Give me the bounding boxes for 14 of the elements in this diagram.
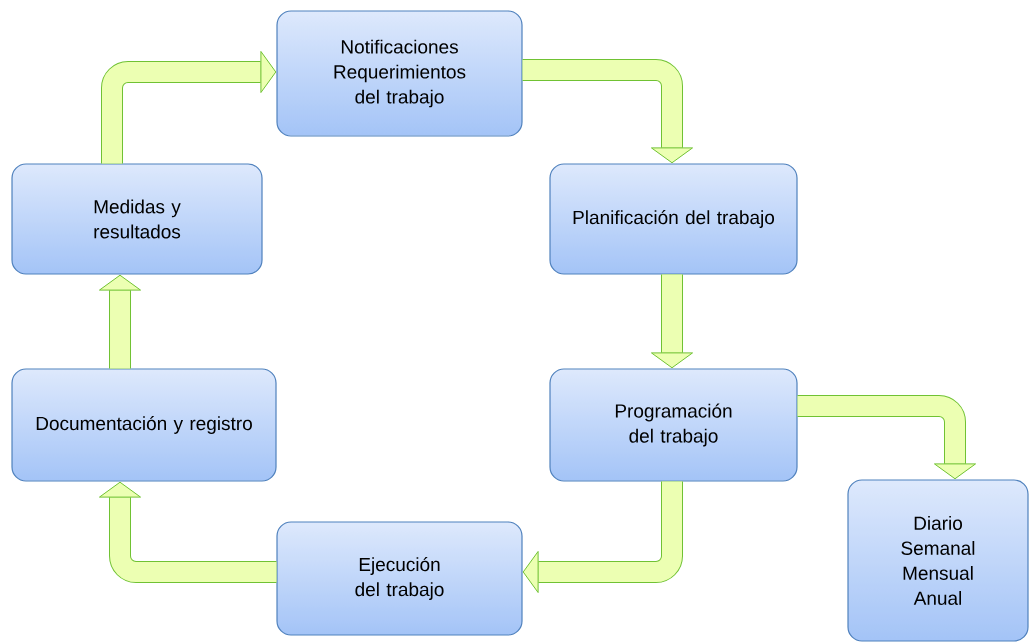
block-arrow (522, 59, 694, 164)
block-arrow (98, 274, 142, 369)
block-arrow (797, 395, 977, 480)
process-box: Documentación y registro (11, 368, 277, 482)
process-box: Programación del trabajo (549, 368, 798, 482)
block-arrow (522, 481, 683, 594)
process-box: Diario Semanal Mensual Anual (847, 479, 1029, 642)
process-box: Notificaciones Requerimientos del trabajo (276, 10, 523, 137)
process-box: Medidas y resultados (11, 163, 263, 275)
block-arrow (98, 481, 277, 583)
block-arrow (650, 274, 694, 369)
process-box: Planificación del trabajo (549, 163, 798, 275)
block-arrow (101, 50, 277, 164)
process-box: Ejecución del trabajo (276, 521, 523, 636)
